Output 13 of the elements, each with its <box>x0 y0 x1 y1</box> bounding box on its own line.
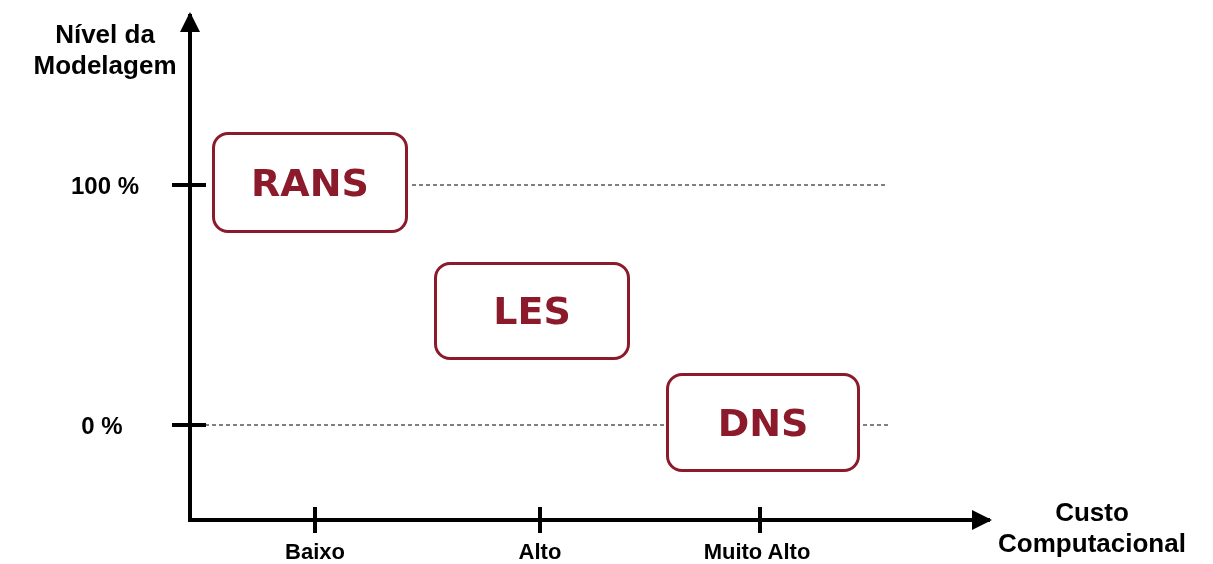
axis-title: Nível da Modelagem <box>32 19 178 82</box>
method-box <box>434 262 630 360</box>
tick-label: Alto <box>517 539 563 564</box>
method-name: RANS <box>251 160 369 205</box>
axis-title: Custo Computacional <box>997 497 1187 560</box>
tick-label: 0 % <box>80 411 124 441</box>
method-box <box>212 132 408 233</box>
method-box <box>666 373 860 472</box>
method-name: DNS <box>717 400 809 445</box>
tick-label: 100 % <box>69 171 141 201</box>
method-name: LES <box>493 289 571 333</box>
tick-label: Muito Alto <box>702 539 812 564</box>
tick-label: Baixo <box>284 539 346 564</box>
